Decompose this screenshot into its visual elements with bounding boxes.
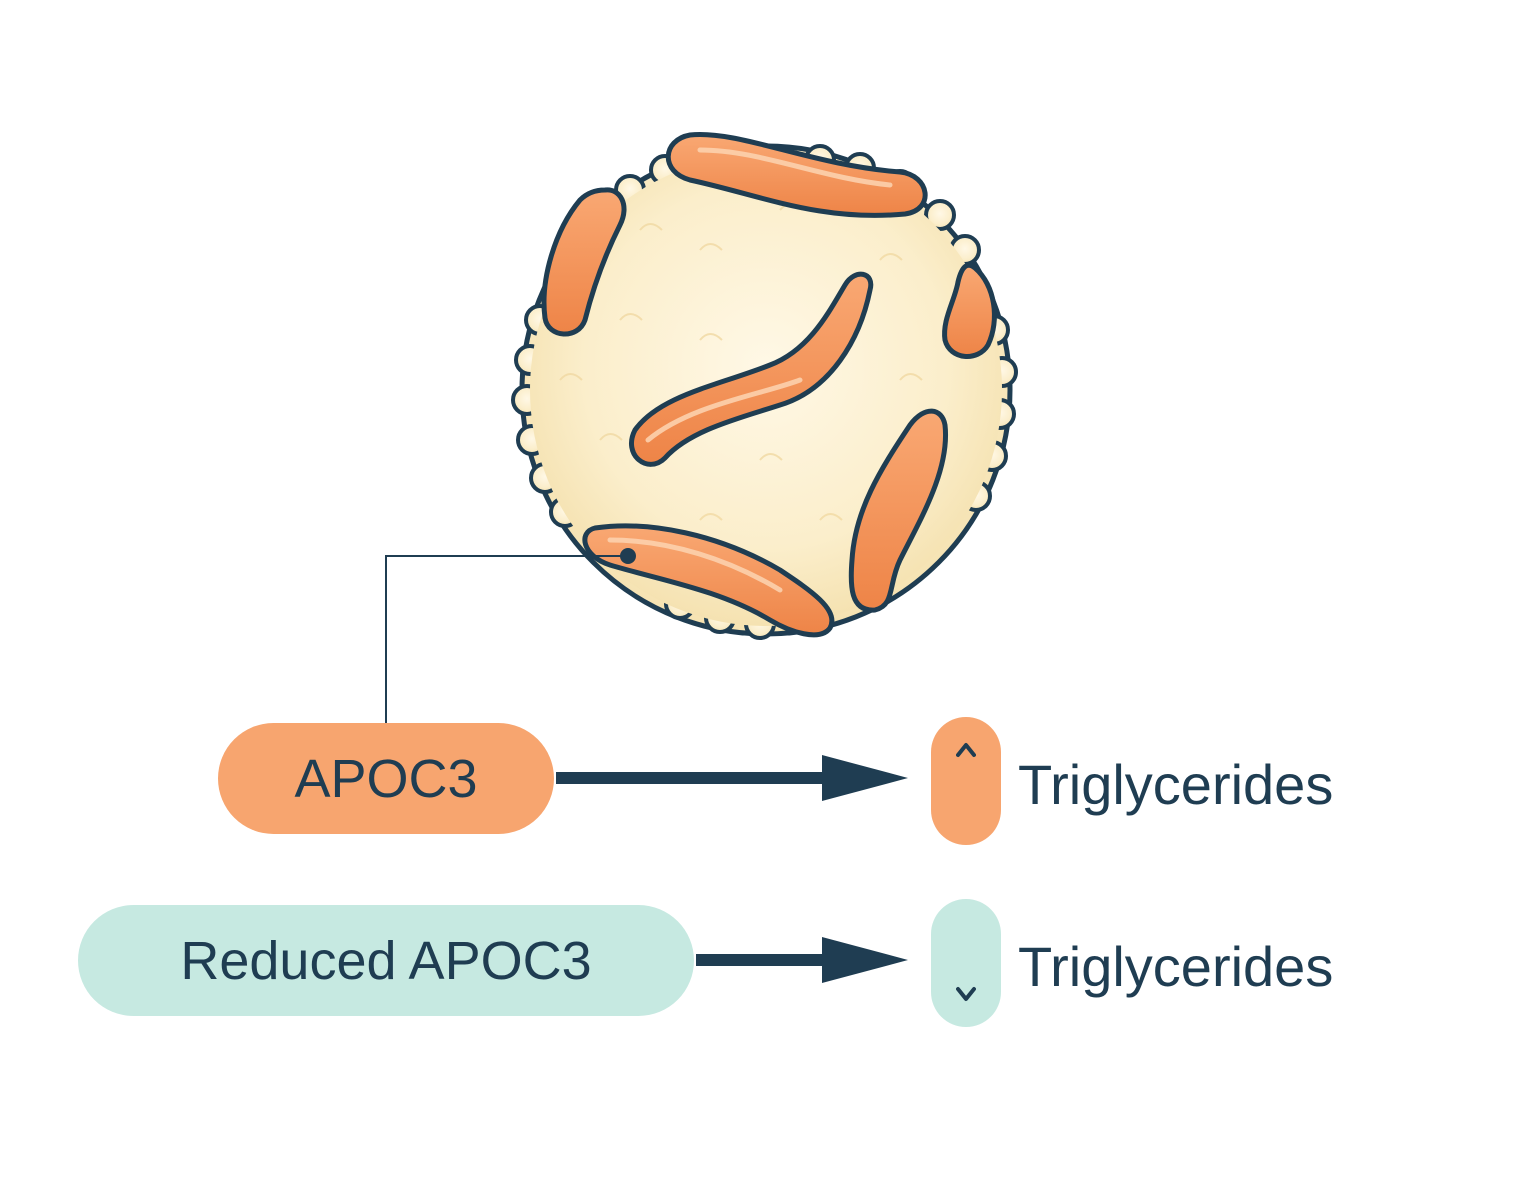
arrow-apoc3	[556, 755, 908, 801]
apoc3-label: APOC3	[294, 748, 478, 809]
callout-connector	[385, 548, 636, 723]
down-arrow-icon	[956, 925, 976, 1001]
triglycerides-down-label: Triglycerides	[1018, 935, 1334, 998]
reduced-apoc3-label: Reduced APOC3	[180, 930, 592, 991]
up-arrow-icon	[956, 743, 976, 819]
apoc3-pill: APOC3	[218, 723, 554, 834]
arrow-reduced-apoc3	[696, 937, 908, 983]
callout-dot	[620, 548, 636, 564]
increase-badge	[931, 717, 1001, 845]
decrease-badge	[931, 899, 1001, 1027]
apoprotein-band-right	[942, 262, 997, 359]
apoprotein-band-bottom	[582, 523, 835, 638]
lipoprotein-particle	[511, 132, 1018, 640]
triglycerides-up-label: Triglycerides	[1018, 753, 1334, 816]
apoprotein-band-lower-right	[848, 408, 949, 613]
reduced-apoc3-pill: Reduced APOC3	[78, 905, 694, 1016]
apoprotein-band-left	[541, 187, 627, 337]
